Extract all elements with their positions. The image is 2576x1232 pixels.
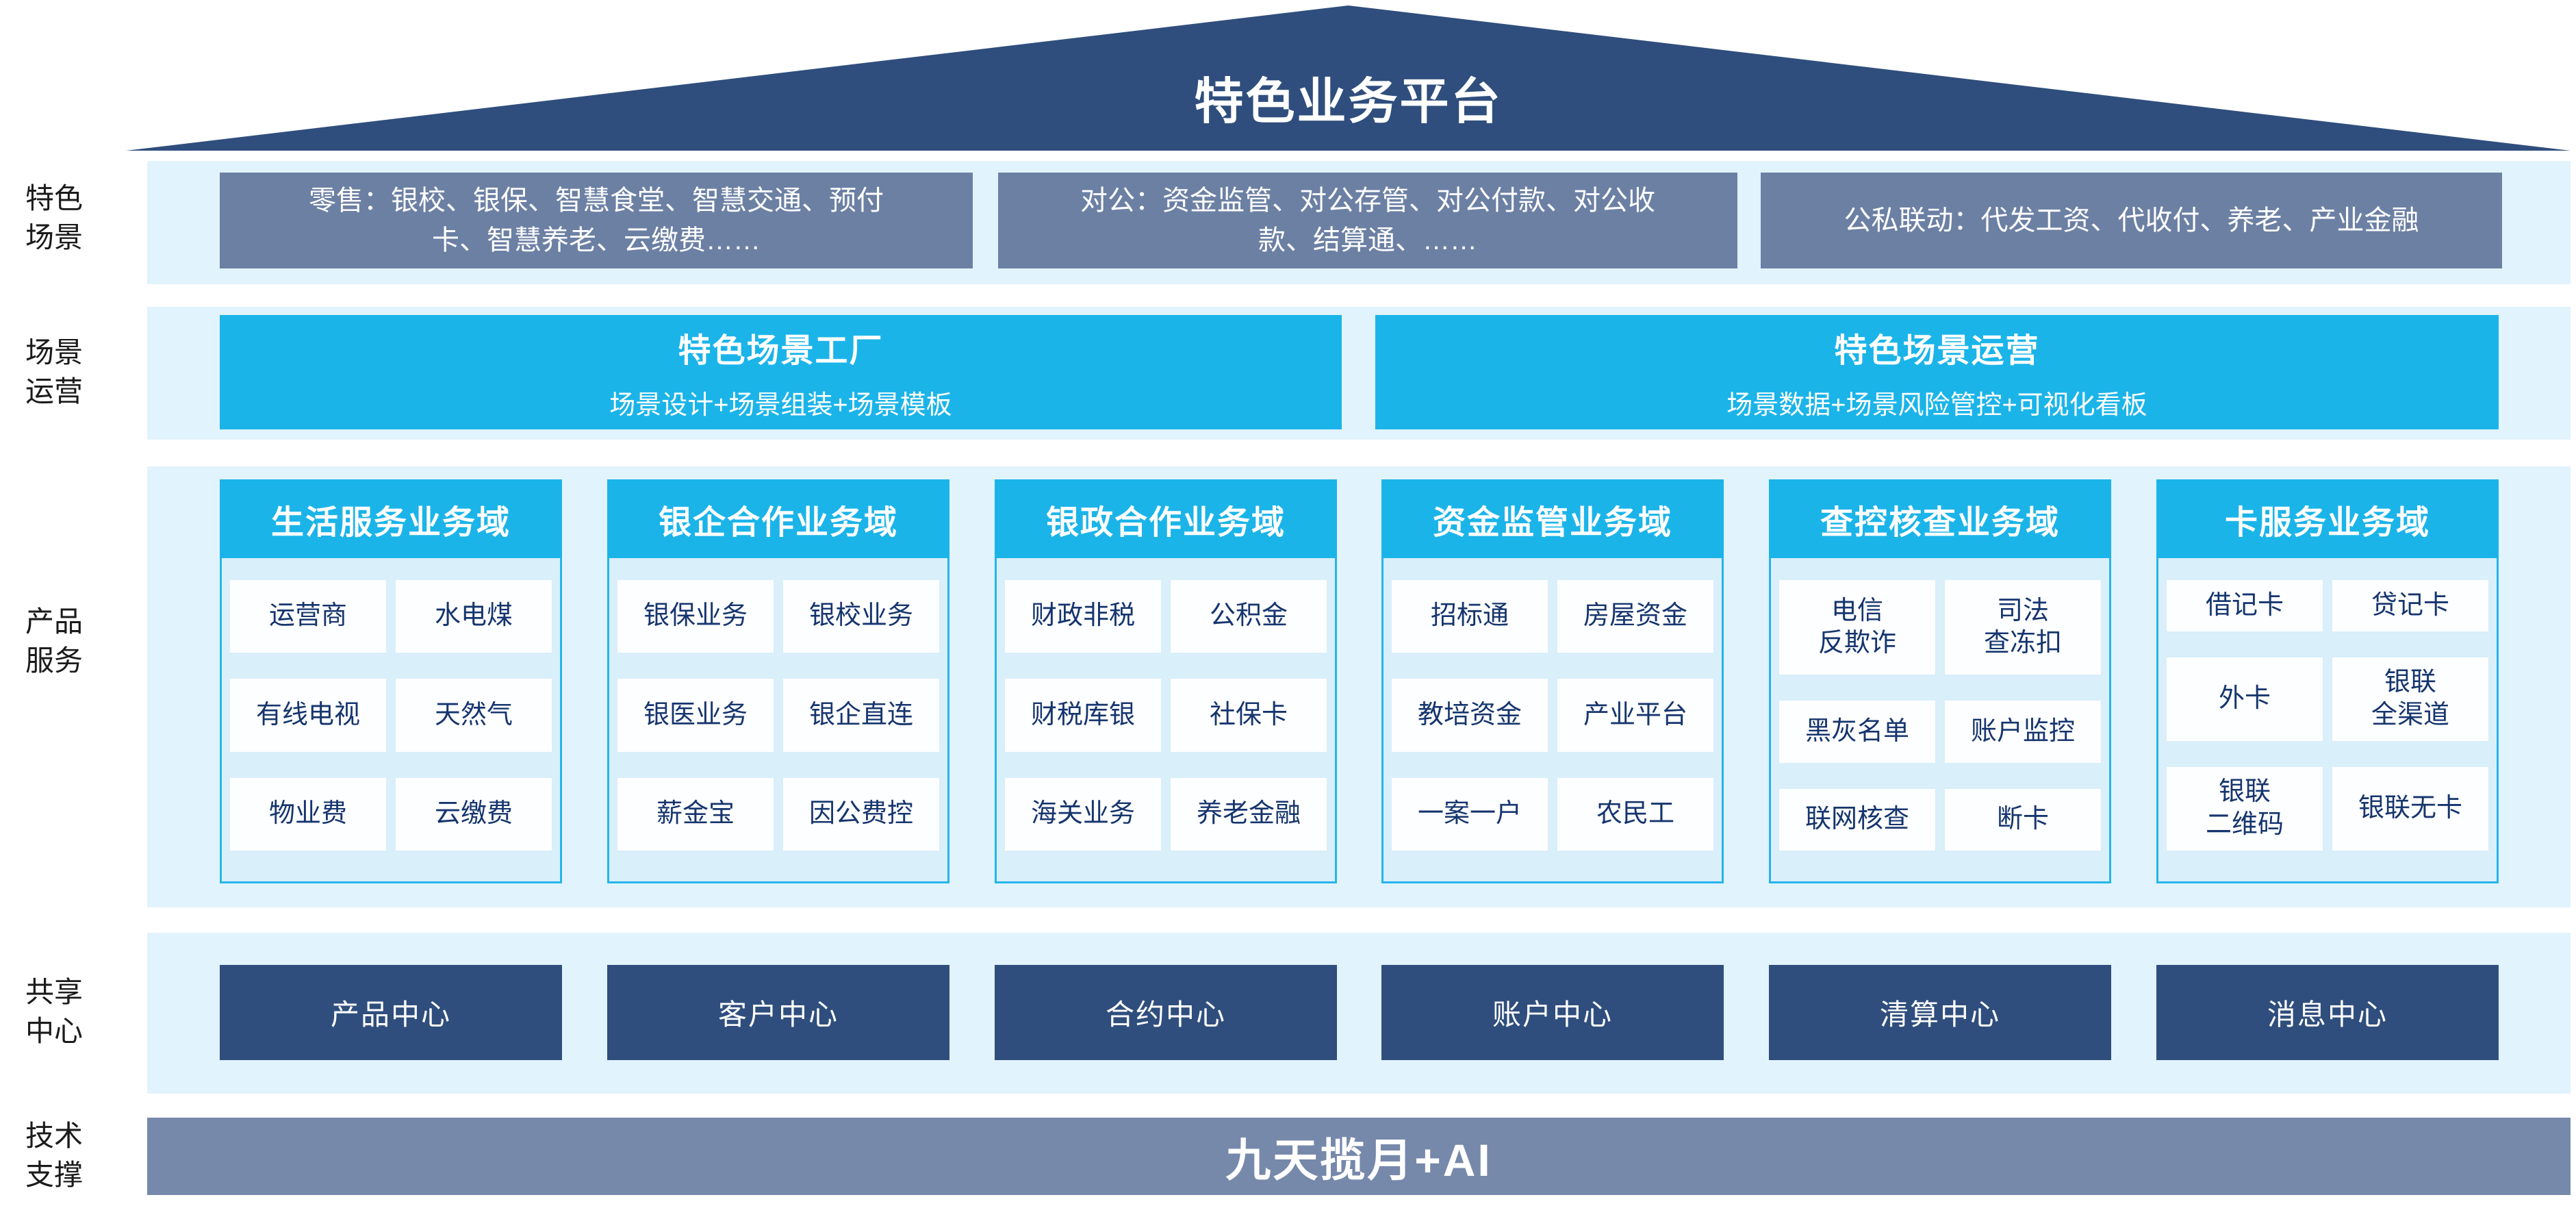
domain-item: 借记卡: [2167, 580, 2323, 631]
domain-item: 天然气: [396, 679, 552, 752]
scene-operation-subtitle: 场景数据+场景风险管控+可视化看板: [1726, 391, 2147, 420]
scene-operation-box: 特色场景运营 场景数据+场景风险管控+可视化看板: [1375, 315, 2499, 429]
domain-item: 因公费控: [783, 777, 939, 851]
domain-column-card-services: 卡服务业务域 借记卡 贷记卡 外卡 银联 全渠道 银联 二维码 银联无卡: [2156, 479, 2499, 883]
domain-item: 联网核查: [1779, 788, 1935, 851]
domain-item: 银校业务: [783, 580, 939, 653]
domain-item: 运营商: [230, 580, 386, 653]
domain-header: 卡服务业务域: [2156, 479, 2499, 558]
domain-header: 查控核查业务域: [1769, 479, 2111, 558]
domain-item: 银企直连: [783, 679, 939, 752]
platform-title: 特色业务平台: [1194, 75, 1503, 129]
domain-item: 银联 全渠道: [2332, 657, 2488, 741]
domain-item: 司法 查冻扣: [1945, 580, 2101, 675]
domain-header: 银政合作业务域: [995, 479, 1337, 558]
domain-body: 招标通 房屋资金 教培资金 产业平台 一案一户 农民工: [1381, 558, 1724, 883]
side-label-shared: 共享 中心: [25, 976, 84, 1047]
linkage-scene-box: 公私联动：代发工资、代收付、养老、产业金融: [1761, 173, 2502, 268]
domain-column-life-services: 生活服务业务域 运营商 水电煤 有线电视 天然气 物业费 云缴费: [220, 479, 562, 883]
domain-column-bank-government: 银政合作业务域 财政非税 公积金 财税库银 社保卡 海关业务 养老金融: [995, 479, 1337, 883]
side-label-products: 产品 服务: [25, 605, 84, 677]
domain-item: 黑灰名单: [1779, 701, 1935, 763]
message-center-box: 消息中心: [2156, 965, 2499, 1060]
domain-item: 一案一户: [1392, 777, 1548, 851]
domain-item: 电信 反欺诈: [1779, 580, 1935, 675]
domain-item: 海关业务: [1005, 777, 1161, 851]
domain-item: 农民工: [1557, 777, 1713, 851]
domain-item: 外卡: [2167, 657, 2323, 741]
domain-column-fund-supervision: 资金监管业务域 招标通 房屋资金 教培资金 产业平台 一案一户 农民工: [1381, 479, 1724, 883]
domain-header: 银企合作业务域: [607, 479, 949, 558]
domain-item: 云缴费: [396, 777, 552, 851]
domain-body: 财政非税 公积金 财税库银 社保卡 海关业务 养老金融: [995, 558, 1337, 883]
domain-item: 银联无卡: [2332, 766, 2488, 851]
domain-item: 贷记卡: [2332, 580, 2488, 631]
domain-item: 教培资金: [1392, 679, 1548, 752]
domain-item: 账户监控: [1945, 701, 2101, 763]
domain-item: 养老金融: [1171, 777, 1327, 851]
domain-item: 房屋资金: [1557, 580, 1713, 653]
domain-item: 薪金宝: [617, 777, 774, 851]
corporate-scene-box: 对公：资金监管、对公存管、对公付款、对公收 款、结算通、……: [998, 173, 1737, 268]
platform-roof: 特色业务平台: [126, 5, 2571, 151]
domain-column-inquiry-control: 查控核查业务域 电信 反欺诈 司法 查冻扣 黑灰名单 账户监控 联网核查 断卡: [1769, 479, 2111, 883]
domain-item: 银医业务: [617, 679, 774, 752]
scene-factory-box: 特色场景工厂 场景设计+场景组装+场景模板: [220, 315, 1342, 429]
account-center-box: 账户中心: [1381, 965, 1724, 1060]
domain-item: 财税库银: [1005, 679, 1161, 752]
domain-header: 生活服务业务域: [220, 479, 562, 558]
scene-factory-title: 特色场景工厂: [678, 333, 884, 369]
domain-item: 银联 二维码: [2167, 766, 2323, 851]
domain-body: 运营商 水电煤 有线电视 天然气 物业费 云缴费: [220, 558, 562, 883]
side-label-operations: 场景 运营: [25, 336, 84, 407]
scene-factory-subtitle: 场景设计+场景组装+场景模板: [609, 391, 952, 420]
domain-column-bank-enterprise: 银企合作业务域 银保业务 银校业务 银医业务 银企直连 薪金宝 因公费控: [607, 479, 949, 883]
clearing-center-box: 清算中心: [1769, 965, 2111, 1060]
domain-item: 公积金: [1171, 580, 1327, 653]
domain-item: 物业费: [230, 777, 386, 851]
tech-support-label: 九天揽月+AI: [1225, 1134, 1492, 1185]
side-label-scenes: 特色 场景: [25, 182, 84, 253]
domain-item: 有线电视: [230, 679, 386, 752]
domain-body: 借记卡 贷记卡 外卡 银联 全渠道 银联 二维码 银联无卡: [2156, 558, 2499, 883]
contract-center-box: 合约中心: [995, 965, 1337, 1060]
domain-item: 招标通: [1392, 580, 1548, 653]
retail-scene-box: 零售：银校、银保、智慧食堂、智慧交通、预付 卡、智慧养老、云缴费……: [220, 173, 973, 268]
domain-body: 银保业务 银校业务 银医业务 银企直连 薪金宝 因公费控: [607, 558, 949, 883]
domain-item: 断卡: [1945, 788, 2101, 851]
domain-item: 社保卡: [1171, 679, 1327, 752]
tech-support-bar: 九天揽月+AI: [147, 1118, 2571, 1195]
domain-header: 资金监管业务域: [1381, 479, 1724, 558]
scene-operation-title: 特色场景运营: [1834, 333, 2040, 369]
side-label-tech: 技术 支撑: [25, 1120, 84, 1191]
product-center-box: 产品中心: [220, 965, 562, 1060]
domain-body: 电信 反欺诈 司法 查冻扣 黑灰名单 账户监控 联网核查 断卡: [1769, 558, 2111, 883]
domain-item: 财政非税: [1005, 580, 1161, 653]
domain-item: 银保业务: [617, 580, 774, 653]
domain-item: 产业平台: [1557, 679, 1713, 752]
domain-item: 水电煤: [396, 580, 552, 653]
customer-center-box: 客户中心: [607, 965, 949, 1060]
